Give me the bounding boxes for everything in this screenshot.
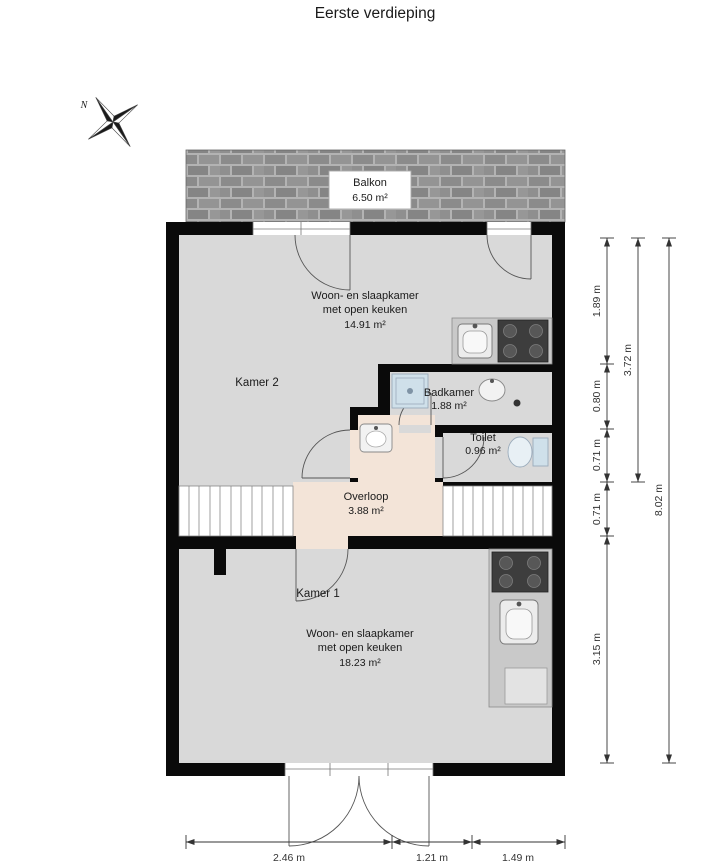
- washbasin-icon: [478, 378, 506, 402]
- stove-icon-2: [491, 551, 549, 593]
- stairs-left-treads: [188, 486, 284, 536]
- balcony-area: 6.50 m²: [352, 192, 388, 204]
- balcony-label-box: [328, 170, 412, 210]
- balcony-door-opening: [252, 222, 351, 235]
- kamer2-name-2: met open keuken: [323, 304, 407, 316]
- stairs-left: [178, 485, 294, 537]
- overloop-basin-icon: [359, 423, 393, 453]
- door-toilet: [435, 436, 485, 479]
- kamer1-name-2: met open keuken: [318, 642, 402, 654]
- balcony-name: Balkon: [353, 177, 387, 189]
- stairs-right: [442, 485, 553, 537]
- dim-0-71-a: 0.71 m: [591, 439, 603, 471]
- kamer1-area: 18.23 m²: [339, 657, 381, 669]
- kitchen-counter-kamer2: [451, 317, 553, 365]
- door-overloop-kamer2: [301, 429, 358, 479]
- dim-1-21: 1.21 m: [416, 852, 448, 864]
- toilet-name: Toilet: [470, 432, 496, 444]
- kamer1-label: Kamer 1: [296, 588, 339, 600]
- drain-icon: [513, 399, 521, 407]
- kitchen-counter-kamer1: [488, 548, 553, 708]
- stove-icon: [497, 319, 549, 363]
- bottom-double-door: [284, 763, 434, 847]
- shower-icon: [391, 373, 429, 409]
- compass-icon: N: [80, 97, 138, 147]
- dim-0-71-b: 0.71 m: [591, 493, 603, 525]
- room-overloop-lower-floor: [293, 482, 443, 536]
- toilet-icon: [507, 436, 549, 468]
- page-title: Eerste verdieping: [315, 5, 436, 22]
- kamer2-name-1: Woon- en slaapkamer: [311, 290, 419, 302]
- stairs-right-treads: [452, 486, 544, 536]
- sink-icon-2: [499, 599, 539, 645]
- dim-3-72: 3.72 m: [622, 344, 634, 376]
- door-balcony: [294, 234, 351, 291]
- appliance-icon: [504, 667, 548, 705]
- balcony: Balkon 6.50 m²: [185, 149, 566, 223]
- dim-1-89: 1.89 m: [591, 285, 603, 317]
- overloop-name: Overloop: [344, 491, 389, 503]
- badkamer-area: 1.88 m²: [431, 400, 467, 412]
- dim-3-15: 3.15 m: [591, 633, 603, 665]
- dimensions-right: 1.89 m 0.80 m 0.71 m 0.71 m 3.15 m 3.72 …: [591, 237, 676, 764]
- badkamer-name: Badkamer: [424, 387, 474, 399]
- room-kamer2-floor: [179, 235, 552, 486]
- kamer2-area: 14.91 m²: [344, 319, 386, 331]
- kamer1-name-1: Woon- en slaapkamer: [306, 628, 414, 640]
- dimensions-bottom: 2.46 m 1.21 m 1.49 m: [185, 835, 566, 864]
- top-right-door-opening: [486, 222, 532, 235]
- dim-0-80: 0.80 m: [591, 380, 603, 412]
- room-labels: Woon- en slaapkamer met open keuken 14.9…: [235, 290, 501, 669]
- compass-north-label: N: [80, 100, 89, 111]
- overloop-area: 3.88 m²: [348, 505, 384, 517]
- kamer2-label: Kamer 2: [235, 377, 278, 389]
- wall-stub: [214, 549, 226, 575]
- toilet-area: 0.96 m²: [465, 445, 501, 457]
- door-overloop-kamer1: [295, 536, 349, 602]
- dim-1-49: 1.49 m: [502, 852, 534, 864]
- dim-8-02: 8.02 m: [653, 484, 665, 516]
- dim-2-46: 2.46 m: [273, 852, 305, 864]
- door-top-right: [486, 234, 532, 280]
- sink-icon: [457, 323, 493, 359]
